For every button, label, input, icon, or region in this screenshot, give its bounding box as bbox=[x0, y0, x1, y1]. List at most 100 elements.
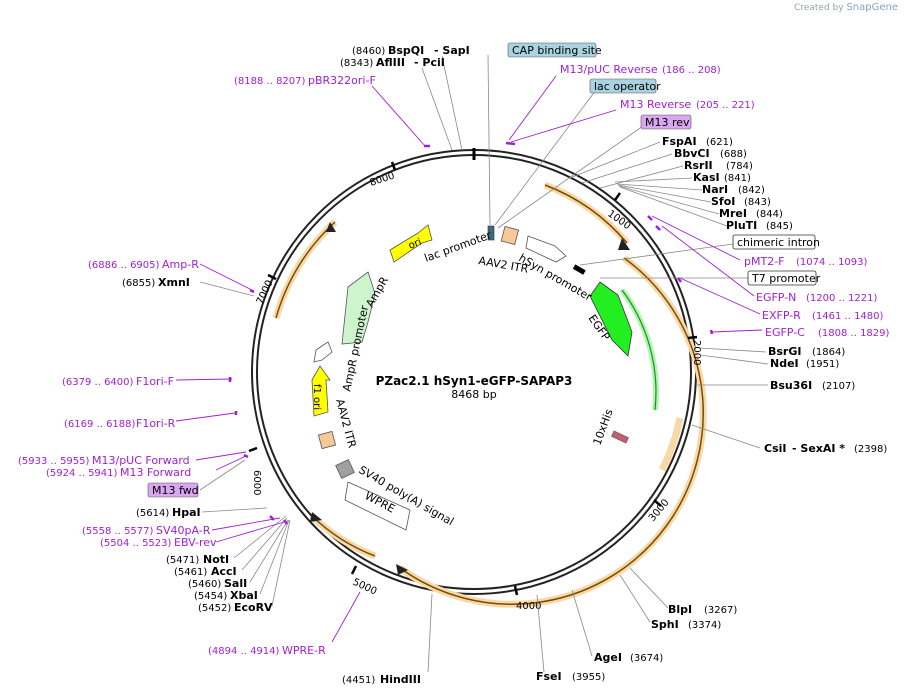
exfp-r-pos: (1461 .. 1480) bbox=[812, 311, 884, 322]
blpi-name: BlpI bbox=[668, 603, 692, 616]
m13rev-label: M13 rev bbox=[645, 116, 690, 129]
egfp-n-pos: (1200 .. 1221) bbox=[806, 293, 878, 304]
sv40pa-r-name: SV40pA-R bbox=[156, 524, 211, 537]
primer-mark-amp-r bbox=[249, 288, 255, 294]
leader-wpre-r bbox=[331, 591, 361, 643]
orf-arc-2 bbox=[397, 255, 707, 608]
aav2-itr-bottom-block bbox=[317, 430, 337, 450]
primer-mark-sv40pa bbox=[269, 515, 275, 521]
sali-name: SalI bbox=[224, 577, 247, 590]
mrei-pos: (844) bbox=[756, 209, 783, 220]
sapi-name: - SapI bbox=[434, 44, 470, 57]
wpre-r-pos: (4894 .. 4914) bbox=[208, 646, 280, 657]
wpre-r-name: WPRE-R bbox=[282, 644, 326, 657]
chimeric-label: chimeric intron bbox=[737, 236, 820, 249]
fsei-pos: (3955) bbox=[572, 672, 605, 683]
leader-kasi bbox=[614, 177, 693, 183]
lac-operator-block bbox=[487, 225, 495, 241]
pmt2-name: pMT2-F bbox=[744, 255, 785, 268]
noti-pos: (5471) bbox=[166, 555, 199, 566]
leader-agei bbox=[571, 589, 593, 657]
orf-arc-5-line bbox=[275, 221, 336, 319]
blpi-pos: (3267) bbox=[704, 605, 737, 616]
leader-exfp-r bbox=[679, 277, 761, 315]
xmni-name: XmnI bbox=[158, 276, 190, 289]
pluti-name: PluTI bbox=[726, 219, 757, 232]
leader-m13puc-rev bbox=[508, 75, 557, 141]
egfp-c-name: EGFP-C bbox=[765, 326, 805, 339]
label-aav2-itr-bottom: AAV2 ITR bbox=[333, 397, 359, 449]
fspai-pos: (621) bbox=[706, 137, 733, 148]
csii-pos: (2398) bbox=[854, 444, 887, 455]
f1ori-f-pos: (6379 .. 6400) bbox=[62, 377, 134, 388]
m13fwd-box bbox=[147, 482, 199, 498]
nari-pos: (842) bbox=[738, 185, 765, 196]
leader-ecorv bbox=[271, 519, 291, 607]
pmt2-pos: (1074 .. 1093) bbox=[796, 257, 868, 268]
leader-bsrgi bbox=[699, 347, 767, 353]
bspqi-name: BspQI bbox=[388, 44, 424, 57]
mrei-name: MreI bbox=[719, 207, 747, 220]
t7-label: T7 promoter bbox=[751, 272, 821, 285]
leader-sali bbox=[249, 519, 289, 583]
leader-f1ori-r bbox=[175, 412, 236, 422]
pluti-pos: (845) bbox=[766, 221, 793, 232]
cap-label: CAP binding site bbox=[512, 44, 602, 57]
leader-amp-r bbox=[199, 263, 255, 292]
tick-1000 bbox=[613, 192, 622, 201]
noti-name: NotI bbox=[203, 553, 229, 566]
bspqi-pos: (8460) bbox=[352, 46, 385, 57]
egfp-orf-arc-line bbox=[621, 289, 657, 411]
m13puc-rev-pos: (186 .. 208) bbox=[662, 65, 721, 76]
egfp-n-name: EGFP-N bbox=[756, 291, 796, 304]
bsu36i-pos: (2107) bbox=[822, 381, 855, 392]
leader-fspai bbox=[569, 141, 661, 179]
leader-lacop bbox=[494, 89, 597, 226]
amp-r-pos: (6886 .. 6905) bbox=[88, 260, 160, 271]
leader-f1ori-f bbox=[175, 378, 233, 381]
leader-cap bbox=[487, 54, 491, 226]
leader-pbr322 bbox=[371, 85, 426, 147]
leader-sfoi bbox=[617, 184, 712, 203]
afliii-pos: (8343) bbox=[340, 58, 373, 69]
agei-name: AgeI bbox=[594, 651, 622, 664]
leader-m13rev bbox=[497, 125, 644, 229]
ecorv-name: EcoRV bbox=[234, 601, 273, 614]
snapgene-brand: Created by SnapGene bbox=[794, 2, 898, 13]
tick-4000 bbox=[513, 585, 519, 596]
tick-3000 bbox=[653, 499, 662, 507]
chimeric-intron-block bbox=[572, 264, 586, 275]
cap-box bbox=[507, 42, 597, 58]
primer-mark-m13-fwd bbox=[243, 453, 249, 459]
egfp-arrow bbox=[589, 281, 633, 357]
lac-op-box bbox=[589, 78, 657, 94]
leader-sphi bbox=[619, 574, 651, 623]
leader-m13-fwd bbox=[215, 455, 247, 471]
leader-xbai bbox=[259, 519, 290, 595]
bbvci-pos: (688) bbox=[720, 149, 747, 160]
rsrii-pos: (784) bbox=[726, 161, 753, 172]
sali-pos: (5460) bbox=[188, 579, 221, 590]
pbr322-name: pBR322ori-F bbox=[308, 74, 376, 87]
tick-label-4000: 4000 bbox=[516, 601, 541, 612]
bsrgi-pos: (1864) bbox=[812, 347, 845, 358]
label-10xhis: 10xHis bbox=[591, 407, 616, 447]
kasi-name: KasI bbox=[693, 171, 720, 184]
label-f1-ori: f1 ori bbox=[311, 384, 322, 410]
ndei-name: NdeI bbox=[770, 357, 799, 370]
leader-rsrii bbox=[599, 165, 684, 189]
primer-mark-ebv bbox=[283, 519, 288, 525]
m13-rev-name: M13 Reverse bbox=[620, 98, 691, 111]
acci-name: AccI bbox=[211, 565, 237, 578]
ori-arrow bbox=[389, 224, 433, 263]
tick-8000 bbox=[390, 161, 397, 171]
ampr-promoter-arrow bbox=[313, 341, 333, 363]
m13-fwd-pos: (5924 .. 5941) bbox=[46, 468, 118, 479]
t7-box bbox=[747, 270, 817, 286]
f1ori-r-name: F1ori-R bbox=[136, 417, 176, 430]
m13puc-rev-name: M13/pUC Reverse bbox=[560, 63, 658, 76]
afliii-name: AflIII bbox=[376, 56, 405, 69]
csii-name: CsiI bbox=[764, 442, 786, 455]
bbvci-name: BbvCI bbox=[674, 147, 710, 160]
sfoi-name: SfoI bbox=[711, 195, 735, 208]
